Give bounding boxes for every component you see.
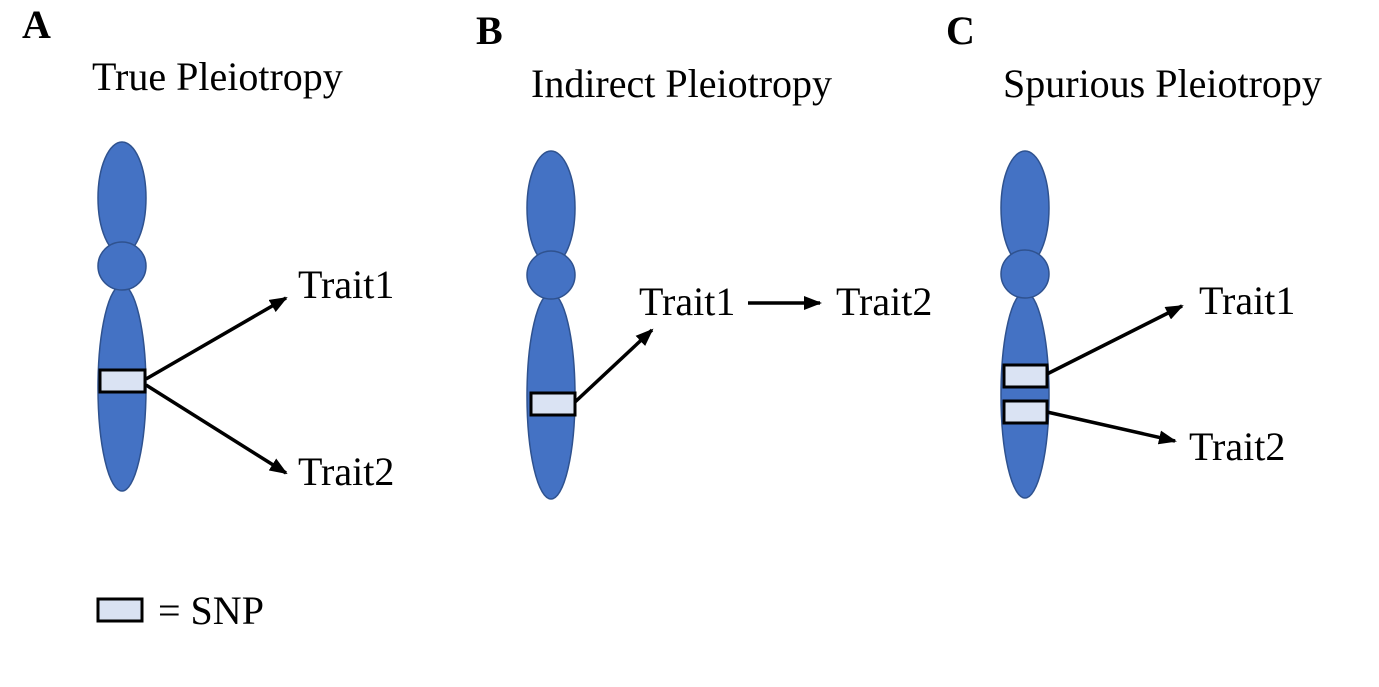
chromosome-centromere [526,250,576,300]
panel-c-title: Spurious Pleiotropy [1003,61,1322,106]
panel-b-chromosome [526,150,577,500]
arrow-snp-to-trait1 [145,296,288,381]
chromosome-upper-arm [97,141,147,255]
panel-c: C Spurious Pleiotropy Trait1 Trait2 [946,8,1322,499]
snp-marker-2 [1002,399,1049,425]
arrow-snp1-to-trait1 [1046,304,1184,376]
chromosome-upper-arm [526,150,576,266]
panel-b: B Indirect Pleiotropy Trait1 Trait2 [476,8,932,500]
trait2-label: Trait2 [1189,424,1285,469]
legend: = SNP [96,588,264,633]
legend-label: = SNP [158,588,264,633]
chromosome-centromere [97,241,147,291]
chromosome-lower-arm [1000,291,1050,499]
trait1-label: Trait1 [1199,278,1295,323]
trait2-label: Trait2 [298,449,394,494]
arrow-snp2-to-trait2 [1046,410,1177,445]
panel-b-letter: B [476,8,503,53]
snp-marker [98,368,147,394]
trait2-label: Trait2 [836,279,932,324]
chromosome-centromere [1000,249,1050,299]
trait1-label: Trait1 [298,262,394,307]
snp-marker [529,391,577,417]
panel-a: A True Pleiotropy Trait1 Trait2 [22,2,394,494]
panel-c-letter: C [946,8,975,53]
arrow-snp-to-trait2 [145,383,288,475]
chromosome-upper-arm [1000,150,1050,266]
trait1-label: Trait1 [639,279,735,324]
legend-snp-swatch [96,597,144,623]
panel-a-title: True Pleiotropy [92,54,343,99]
arrow-snp-to-trait1 [573,328,654,404]
snp-marker-1 [1002,363,1049,389]
panel-a-letter: A [22,2,51,47]
panel-b-title: Indirect Pleiotropy [531,61,832,106]
panel-a-chromosome [97,141,147,492]
panel-c-chromosome [1000,150,1050,499]
